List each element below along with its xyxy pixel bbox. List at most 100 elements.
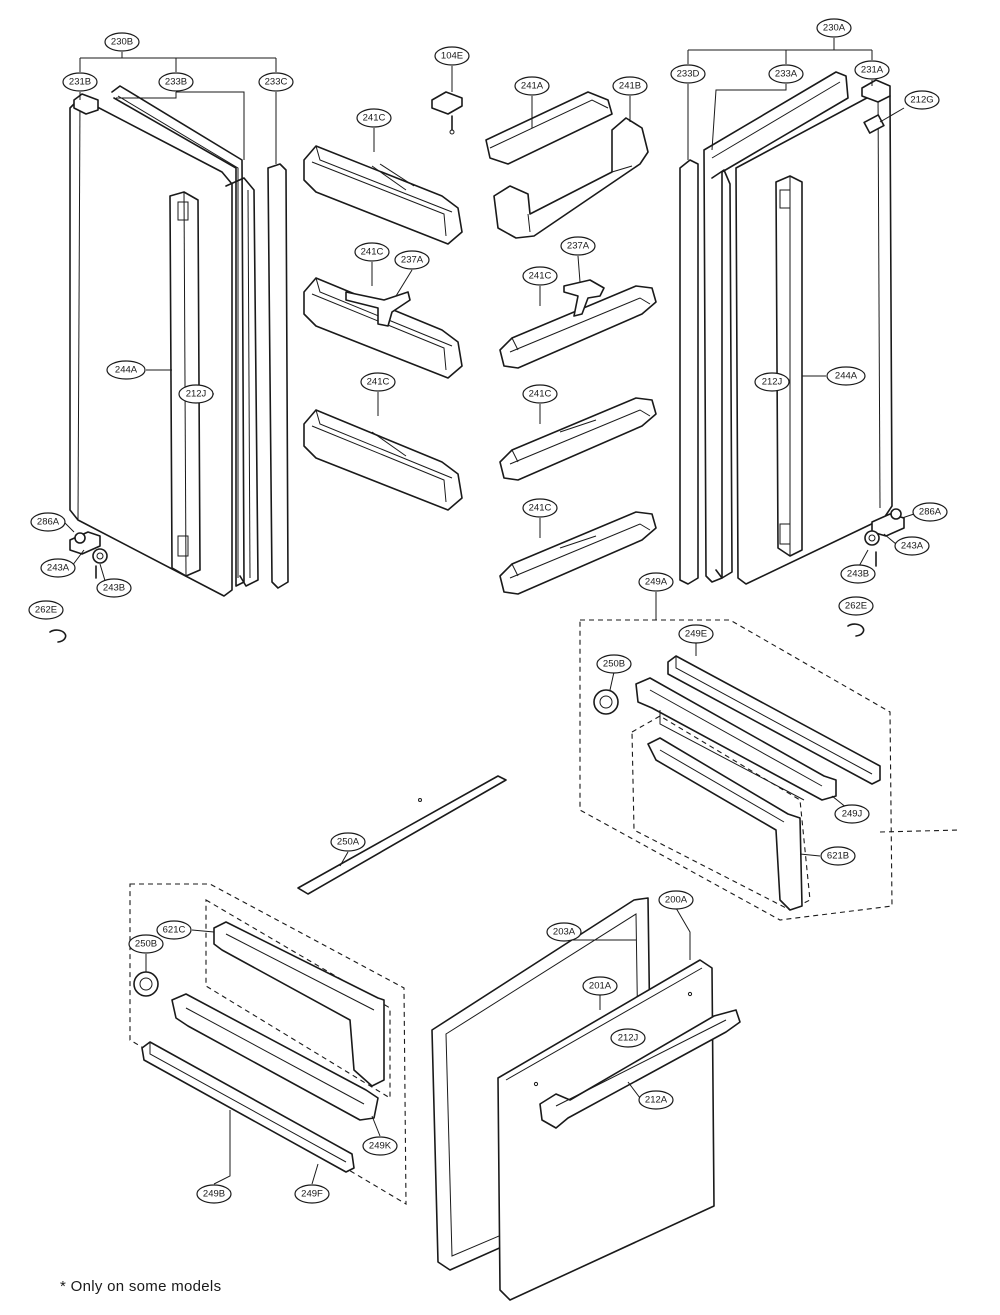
svg-text:249E: 249E	[685, 629, 707, 640]
bracket-621B	[647, 737, 803, 911]
right-door-gasket-strip	[679, 159, 699, 585]
svg-text:203A: 203A	[553, 927, 576, 938]
callout-212J-left: 212J	[178, 384, 214, 404]
callout-250A: 250A	[330, 832, 366, 852]
freezer-drawer-assembly	[431, 897, 741, 1301]
callout-249F: 249F	[294, 1184, 330, 1204]
callout-262E-left: 262E	[28, 600, 64, 620]
svg-text:241C: 241C	[361, 247, 384, 258]
right-top-hinge-cap	[861, 79, 891, 103]
svg-text:250B: 250B	[135, 939, 157, 950]
svg-text:621B: 621B	[827, 851, 849, 862]
left-door-gasket-strip	[267, 163, 289, 589]
group-249A	[579, 619, 961, 921]
callout-249E: 249E	[678, 624, 714, 644]
svg-text:250B: 250B	[603, 659, 625, 670]
callout-237A-1: 237A	[394, 250, 430, 270]
svg-text:241C: 241C	[529, 389, 552, 400]
svg-text:249F: 249F	[301, 1189, 323, 1200]
left-c-ring	[49, 629, 67, 643]
door-bin-4	[499, 279, 657, 369]
svg-text:212J: 212J	[618, 1033, 639, 1044]
callout-249J: 249J	[834, 804, 870, 824]
callout-243B-left: 243B	[96, 578, 132, 598]
svg-text:233A: 233A	[775, 69, 798, 80]
svg-text:104E: 104E	[441, 51, 463, 62]
door-bin-3	[303, 409, 463, 511]
door-bins-left-column	[303, 145, 463, 511]
leader-lines	[63, 38, 915, 1185]
callout-243A-left: 243A	[40, 558, 76, 578]
callout-621C: 621C	[156, 920, 192, 940]
callout-244A-right: 244A	[826, 366, 866, 386]
callout-241B: 241B	[612, 76, 648, 96]
callout-212G: 212G	[904, 90, 940, 110]
svg-text:201A: 201A	[589, 981, 612, 992]
door-bin-2	[303, 277, 463, 379]
callout-241C-4: 241C	[522, 266, 558, 286]
svg-text:230B: 230B	[111, 37, 133, 48]
rail-249F	[141, 1041, 355, 1173]
svg-text:233D: 233D	[677, 69, 700, 80]
door-bin-6	[499, 511, 657, 595]
svg-text:241C: 241C	[529, 271, 552, 282]
callout-237A-2: 237A	[560, 236, 596, 256]
svg-text:200A: 200A	[665, 895, 688, 906]
callout-250B-left: 250B	[128, 934, 164, 954]
svg-text:241C: 241C	[529, 503, 552, 514]
callout-249A: 249A	[638, 572, 674, 592]
svg-text:237A: 237A	[567, 241, 590, 252]
right-door-label-plate	[863, 114, 885, 134]
drawer-handle	[539, 1009, 741, 1129]
callout-230A: 230A	[816, 18, 852, 38]
svg-text:244A: 244A	[835, 371, 858, 382]
callout-249B: 249B	[196, 1184, 232, 1204]
callout-243A-right: 243A	[894, 536, 930, 556]
drawer-front-panel	[497, 959, 715, 1301]
right-hinge-washer	[864, 530, 880, 546]
svg-text:243A: 243A	[47, 563, 70, 574]
callout-262E-right: 262E	[838, 596, 874, 616]
gear-250B-left	[133, 971, 159, 997]
callout-104E: 104E	[434, 46, 470, 66]
callout-286A-right: 286A	[912, 502, 948, 522]
svg-text:249A: 249A	[645, 577, 668, 588]
callout-241C-6: 241C	[522, 498, 558, 518]
strip-250A	[297, 775, 507, 895]
gear-250B-right	[593, 689, 619, 715]
dairy-cover-241A	[485, 91, 613, 165]
door-bin-5	[499, 397, 657, 481]
door-bins-right-column	[499, 279, 657, 595]
callout-231A: 231A	[854, 60, 890, 80]
dairy-bin-241B	[493, 117, 649, 239]
svg-text:241C: 241C	[367, 377, 390, 388]
svg-text:241B: 241B	[619, 81, 641, 92]
svg-text:262E: 262E	[35, 605, 57, 616]
svg-text:231A: 231A	[861, 65, 884, 76]
svg-text:286A: 286A	[919, 507, 942, 518]
left-hinge-washer	[92, 548, 108, 564]
svg-text:243A: 243A	[901, 541, 924, 552]
svg-text:233B: 233B	[165, 77, 187, 88]
callout-286A-left: 286A	[30, 512, 66, 532]
svg-text:243B: 243B	[847, 569, 869, 580]
svg-text:250A: 250A	[337, 837, 360, 848]
right-door-assembly	[679, 71, 905, 637]
svg-text:233C: 233C	[265, 77, 288, 88]
callout-203A: 203A	[546, 922, 582, 942]
callout-233C: 233C	[258, 72, 294, 92]
svg-text:231B: 231B	[69, 77, 91, 88]
right-c-ring	[847, 623, 865, 637]
callout-621B: 621B	[820, 846, 856, 866]
callout-249K: 249K	[362, 1136, 398, 1156]
svg-text:262E: 262E	[845, 601, 867, 612]
bracket-621C	[213, 921, 385, 1087]
bracket-249K	[171, 993, 379, 1121]
svg-text:237A: 237A	[401, 255, 424, 266]
svg-text:249B: 249B	[203, 1189, 225, 1200]
svg-text:212J: 212J	[186, 389, 207, 400]
callout-233D: 233D	[670, 64, 706, 84]
callout-200A: 200A	[658, 890, 694, 910]
svg-text:286A: 286A	[37, 517, 60, 528]
